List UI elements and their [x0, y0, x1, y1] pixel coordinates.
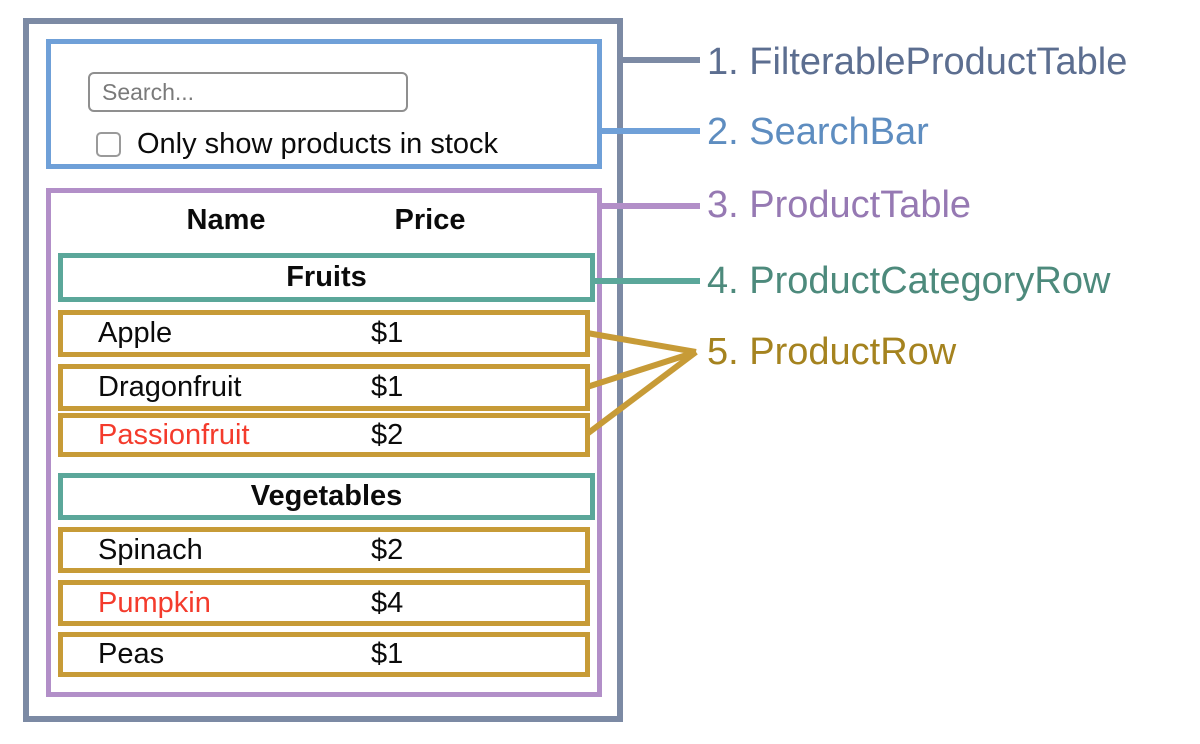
product-row-pumpkin: Pumpkin $4: [58, 580, 590, 626]
legend-search-bar: 2. SearchBar: [707, 111, 929, 153]
product-row-peas: Peas $1: [58, 632, 590, 677]
category-label: Fruits: [286, 261, 367, 293]
category-label: Vegetables: [250, 480, 403, 512]
product-name: Dragonfruit: [98, 371, 242, 403]
product-name: Apple: [98, 317, 173, 349]
in-stock-checkbox-label: Only show products in stock: [137, 128, 499, 160]
product-price: $4: [371, 586, 404, 619]
product-price: $2: [371, 533, 404, 566]
in-stock-checkbox[interactable]: [96, 132, 121, 157]
product-name: Pumpkin: [98, 586, 211, 619]
product-name: Spinach: [98, 533, 203, 566]
product-row-apple: Apple $1: [58, 310, 590, 357]
table-header-row: Name Price: [58, 202, 590, 238]
legend-filterable-product-table: 1. FilterableProductTable: [707, 41, 1128, 83]
name-column-header: Name: [186, 204, 266, 236]
product-price: $1: [371, 371, 404, 403]
legend-product-row: 5. ProductRow: [707, 331, 957, 373]
legend-product-category-row: 4. ProductCategoryRow: [707, 260, 1111, 302]
price-column-header: Price: [394, 204, 466, 236]
product-price: $1: [371, 317, 404, 349]
product-row-passionfruit: Passionfruit $2: [58, 413, 590, 457]
in-stock-filter: Only show products in stock: [96, 128, 498, 161]
legend-product-table: 3. ProductTable: [707, 184, 972, 226]
search-input[interactable]: [88, 72, 408, 112]
category-row-fruits: Fruits: [58, 253, 595, 302]
product-price: $1: [371, 638, 404, 670]
product-price: $2: [371, 418, 404, 451]
category-row-vegetables: Vegetables: [58, 473, 595, 520]
product-name: Passionfruit: [98, 418, 250, 451]
product-row-spinach: Spinach $2: [58, 527, 590, 573]
product-row-dragonfruit: Dragonfruit $1: [58, 364, 590, 411]
product-name: Peas: [98, 638, 165, 670]
